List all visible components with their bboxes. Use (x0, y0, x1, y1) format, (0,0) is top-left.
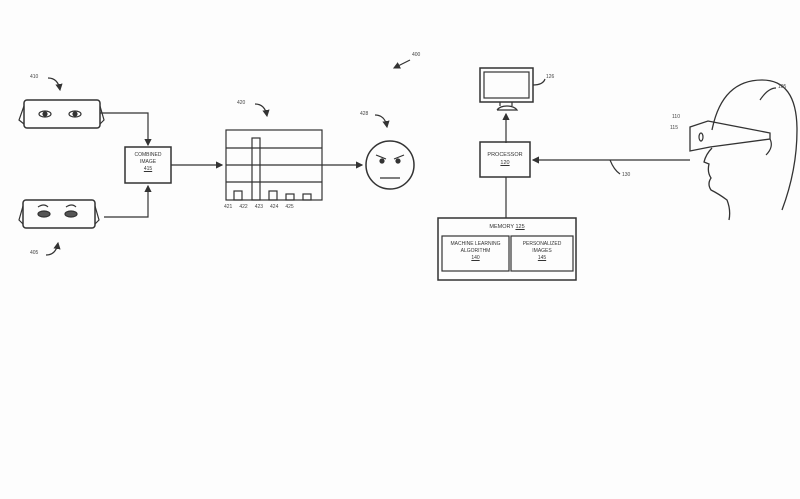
user-head (689, 79, 798, 221)
label-monitor: 126 (546, 74, 555, 80)
angry-face-icon (365, 140, 415, 190)
label-link: 130 (622, 172, 631, 178)
bar-label: 422 (239, 204, 248, 210)
bar-label: 421 (224, 204, 233, 210)
processor-box (479, 141, 531, 178)
memory-box (437, 217, 577, 281)
label-user: 105 (778, 84, 787, 90)
memory-text: MEMORY (489, 224, 514, 230)
memory-ref: 125 (515, 224, 525, 230)
label-headset: 110 (672, 114, 680, 120)
label-bottom-goggles: 405 (30, 250, 39, 256)
label-sensor: 115 (670, 125, 678, 131)
pi-line1: PERSONALIZED (522, 241, 562, 247)
label-top-goggles: 410 (30, 74, 39, 80)
label-fig: 400 (412, 52, 421, 58)
memory-label: MEMORY 125 (438, 224, 576, 230)
ml-line2: ALGORITHM (460, 248, 491, 254)
monitor-icon (479, 67, 546, 111)
ml-line1: MACHINE LEARNING (450, 241, 501, 247)
pi-ref: 145 (537, 255, 547, 261)
combined-line2: IMAGE (139, 159, 157, 165)
top-goggles (18, 99, 152, 147)
bottom-goggles (18, 184, 152, 229)
pi-line2: IMAGES (532, 248, 552, 254)
bar-labels: 421 422 423 424 425 (224, 204, 294, 210)
processor-ref: 120 (500, 160, 510, 166)
histogram-chart (225, 129, 323, 201)
combined-ref: 415 (143, 166, 153, 172)
ml-ref: 140 (471, 255, 480, 261)
combined-line1: COMBINED (134, 152, 162, 158)
label-chart: 420 (237, 100, 246, 106)
label-face: 428 (360, 111, 369, 117)
processor-text: PROCESSOR (487, 152, 523, 158)
bar-label: 424 (270, 204, 279, 210)
bar-label: 425 (285, 204, 294, 210)
processor-label: PROCESSOR 120 (480, 151, 530, 167)
bar-label: 423 (254, 204, 264, 210)
